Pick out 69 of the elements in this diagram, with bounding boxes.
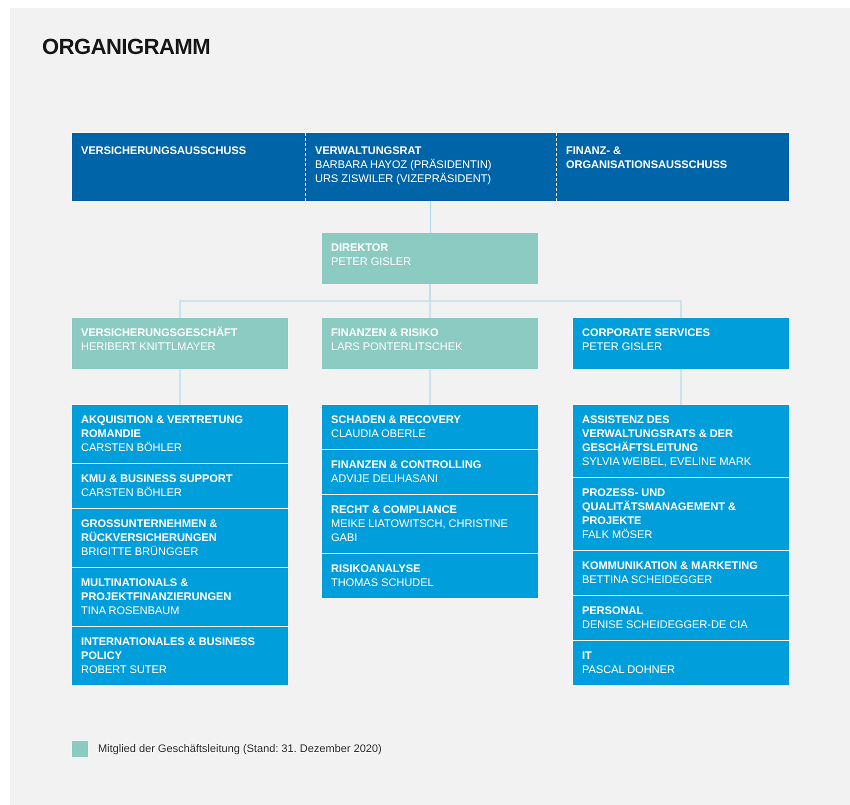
person-name: THOMAS SCHUDEL — [331, 576, 435, 590]
unit-title: RECHT & COMPLIANCE — [331, 503, 458, 517]
org-unit-box — [573, 551, 789, 595]
person-name: CARSTEN BÖHLER — [81, 486, 183, 500]
board-cell — [556, 133, 789, 201]
connector-line — [430, 201, 432, 233]
org-unit-box — [322, 554, 538, 598]
person-name: SYLVIA WEIBEL, EVELINE MARK — [582, 455, 752, 469]
unit-title: RISIKOANALYSE — [331, 562, 422, 576]
person-name: PETER GISLER — [331, 255, 412, 269]
unit-title: AKQUISITION & VERTRETUNG ROMANDIE — [81, 413, 244, 441]
person-name: DENISE SCHEIDEGGER-DE CIA — [582, 618, 749, 632]
org-unit-box — [322, 318, 538, 369]
unit-title: MULTINATIONALS & PROJEKTFINANZIERUNGEN — [81, 576, 232, 604]
org-unit-box — [72, 509, 288, 567]
org-unit-box — [573, 596, 789, 640]
connector-line — [429, 369, 431, 405]
org-unit-box — [72, 405, 288, 463]
unit-title: PERSONAL — [582, 604, 644, 618]
unit-title: ASSISTENZ DES VERWALTUNGSRATS & DER GESCHÄFTSLEITUNG — [582, 413, 734, 455]
connector-line — [680, 369, 682, 405]
org-unit-box — [322, 495, 538, 553]
person-name: BRIGITTE BRÜNGGER — [81, 545, 200, 559]
org-unit-box — [72, 627, 288, 685]
person-name: ROBERT SUTER — [81, 663, 168, 677]
person-name: HERIBERT KNITTLMAYER — [81, 340, 216, 354]
unit-title: INTERNATIONALES & BUSINESS POLICY — [81, 635, 256, 663]
person-name: CLAUDIA OBERLE — [331, 427, 427, 441]
unit-title: FINANZEN & RISIKO — [331, 326, 440, 340]
person-name: ADVIJE DELIHASANI — [331, 472, 439, 486]
person-name: LARS PONTERLITSCHEK — [331, 340, 464, 354]
org-unit-box — [72, 568, 288, 626]
person-name: PASCAL DOHNER — [582, 663, 676, 677]
connector-line — [429, 284, 682, 318]
org-unit-box — [573, 641, 789, 685]
unit-title: DIREKTOR — [331, 241, 390, 255]
org-unit-box — [72, 464, 288, 508]
person-name: CARSTEN BÖHLER — [81, 441, 183, 455]
unit-title: VERWALTUNGSRAT — [315, 144, 422, 158]
org-unit-box — [322, 233, 538, 284]
unit-title: VERSICHERUNGSAUSSCHUSS — [81, 144, 248, 158]
chart-title: ORGANIGRAMM — [42, 34, 210, 60]
member-name: URS ZISWILER (VIZEPRÄSIDENT) — [315, 172, 492, 186]
person-name: MEIKE LIATOWITSCH, CHRISTINE GABI — [331, 517, 509, 545]
unit-title: PROZESS- UND QUALITÄTSMANAGEMENT & PROJEKTE — [582, 486, 737, 528]
unit-title: FINANZEN & CONTROLLING — [331, 458, 482, 472]
person-name: FALK MÖSER — [582, 528, 654, 542]
org-unit-box — [573, 478, 789, 550]
person-name: BETTINA SCHEIDEGGER — [582, 573, 714, 587]
unit-title: FINANZ- & ORGANISATIONSAUSSCHUSS — [566, 144, 728, 172]
unit-title: SCHADEN & RECOVERY — [331, 413, 462, 427]
unit-title: GROSSUNTERNEHMEN & RÜCKVERSICHERUNGEN — [81, 517, 218, 545]
unit-title: CORPORATE SERVICES — [582, 326, 711, 340]
org-unit-box — [322, 450, 538, 494]
org-unit-box — [573, 318, 789, 369]
org-unit-box — [573, 405, 789, 477]
person-name: PETER GISLER — [582, 340, 664, 354]
unit-title: KMU & BUSINESS SUPPORT — [81, 472, 234, 486]
org-unit-box — [72, 318, 288, 369]
connector-line — [179, 369, 181, 405]
org-unit-box — [322, 405, 538, 449]
unit-title: VERSICHERUNGSGESCHÄFT — [81, 326, 238, 340]
board-cell — [305, 133, 556, 201]
legend-text: Mitglied der Geschäftsleitung (Stand: 31. Dezember 2020) — [98, 743, 382, 755]
member-name: BARBARA HAYOZ (PRÄSIDENTIN) — [315, 158, 492, 172]
person-name: TINA ROSENBAUM — [81, 604, 180, 618]
unit-title: IT — [582, 649, 593, 663]
board-cell — [72, 133, 305, 201]
unit-title: KOMMUNIKATION & MARKETING — [582, 559, 759, 573]
